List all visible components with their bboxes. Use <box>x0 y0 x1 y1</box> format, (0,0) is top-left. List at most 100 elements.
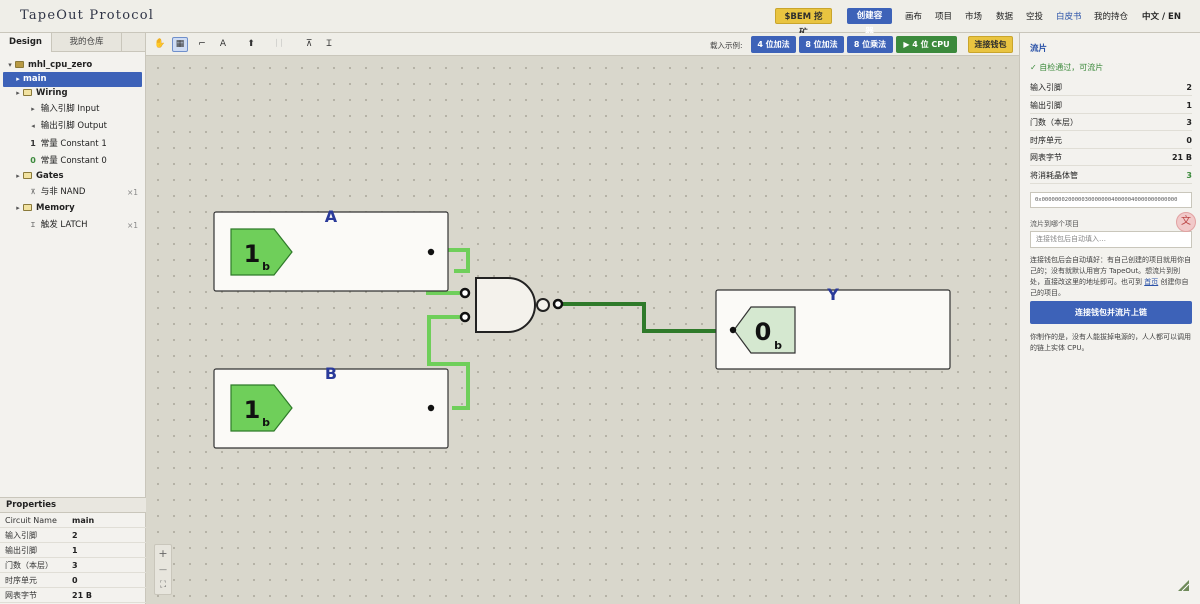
nav-whitepaper[interactable]: 白皮书 <box>1056 12 1082 22</box>
netlist-hex-field[interactable]: 0x00000002000003000000040000040000000000… <box>1030 192 1192 208</box>
connect-wallet-button[interactable]: 连接钱包 <box>968 36 1013 53</box>
wire-a-to-nand[interactable] <box>448 248 470 273</box>
fit-view-icon[interactable]: ⛶ <box>155 578 171 593</box>
top-header: TapeOut Protocol $BEM 挖矿 创建容器 画布 项目 市场 数… <box>0 0 1200 38</box>
nav-canvas[interactable]: 画布 <box>905 12 923 22</box>
tree-group-gates[interactable]: ▸Gates <box>0 169 146 184</box>
tree-item-latch[interactable]: Ɪ 触发 LATCH ×1 <box>0 218 146 233</box>
nand-gate-icon: ⊼ <box>30 188 36 196</box>
sidebar-tabs: Design 我的仓库 <box>0 33 145 52</box>
language-switch[interactable]: 中文 / EN <box>1142 12 1181 22</box>
bem-mining-button[interactable]: $BEM 挖矿 <box>775 8 832 38</box>
nav-airdrop[interactable]: 空投 <box>1026 12 1044 22</box>
tree-item-nand[interactable]: ⊼ 与非 NAND ×1 <box>0 185 146 200</box>
circuit-canvas[interactable]: A 1 b B 1 b Y 0 b + — ⛶ <box>146 56 1019 604</box>
input-pin-a[interactable] <box>213 211 449 292</box>
chevron-right-icon: ▸ <box>16 75 20 83</box>
nand-output-port[interactable] <box>552 298 564 310</box>
zoom-in-button[interactable]: + <box>155 546 171 561</box>
folder-icon <box>23 172 32 179</box>
input-b-base: b <box>262 416 270 429</box>
resize-handle-icon[interactable] <box>1176 578 1190 592</box>
project-address-input[interactable]: 连接钱包后自动填入… <box>1030 231 1192 248</box>
latch-tool-icon[interactable]: Ɪ <box>326 39 332 49</box>
tree-item-constant-1[interactable]: 1 常量 Constant 1 <box>0 136 146 151</box>
split-tool-icon[interactable]: ᛁᛁ <box>273 39 285 49</box>
output-y-value: 0 <box>755 318 772 346</box>
project-description: 连接钱包后会自动填好：有自己创建的项目就用你自己的；没有就默认用官方 TapeO… <box>1030 256 1191 297</box>
nand-inversion-bubble <box>536 298 550 312</box>
input-a-base: b <box>262 260 270 273</box>
self-check-status: ✓ 自检通过，可流片 <box>1030 63 1104 72</box>
select-tool-icon[interactable]: ▦ <box>172 37 188 52</box>
load-example-label: 载入示例: <box>710 41 743 50</box>
translate-icon[interactable]: 文 <box>1176 212 1196 232</box>
hand-tool-icon[interactable]: ✋ <box>154 39 166 49</box>
panel-title: 流片 <box>1030 44 1048 54</box>
example-4bit-adder-button[interactable]: 4 位加法 <box>751 36 796 53</box>
stat-row: 门数（本层）3 <box>1030 114 1192 131</box>
tree-project[interactable]: ▾mhl_cpu_zero <box>0 58 146 73</box>
tab-design[interactable]: Design <box>0 33 52 52</box>
tree-item-input-pin[interactable]: ▸ 输入引脚 Input <box>0 102 146 117</box>
wire-tool-icon[interactable]: ⌐ <box>198 39 206 49</box>
output-pin-icon: ◂ <box>31 122 35 130</box>
tree-item-constant-0[interactable]: 0 常量 Constant 0 <box>0 153 146 168</box>
tree-group-memory[interactable]: ▸Memory <box>0 201 146 216</box>
chevron-right-icon: ▸ <box>16 204 20 212</box>
example-8bit-multiplier-button[interactable]: 8 位乘法 <box>847 36 893 53</box>
connect-and-tapeout-button[interactable]: 连接钱包并流片上链 <box>1030 301 1192 324</box>
tree-main-circuit[interactable]: ▸main <box>3 72 142 87</box>
pin-value-badge-y <box>733 306 796 354</box>
input-pin-b[interactable] <box>213 368 449 449</box>
brand-logo[interactable]: TapeOut Protocol <box>20 8 155 23</box>
wire-nand-to-y[interactable] <box>558 302 716 333</box>
editor-toolbar: ✋ ▦ ⌐ A ⬆ ᛁᛁ ⊼ Ɪ 载入示例: 4 位加法 8 位加法 8 位乘法… <box>146 33 1019 56</box>
chevron-down-icon: ▾ <box>8 61 12 69</box>
nav-holdings[interactable]: 我的持仓 <box>1094 12 1129 22</box>
constant-one-icon: 1 <box>30 139 36 148</box>
example-4bit-cpu-button[interactable]: ▶ 4 位 CPU <box>896 36 957 53</box>
nav-projects[interactable]: 项目 <box>935 12 953 22</box>
latch-count: ×1 <box>126 221 138 230</box>
folder-icon <box>15 61 24 68</box>
output-y-base: b <box>774 339 782 352</box>
text-tool-icon[interactable]: A <box>219 39 227 49</box>
nav-market[interactable]: 市场 <box>965 12 983 22</box>
nand-input-port[interactable] <box>459 311 471 323</box>
zoom-out-button[interactable]: — <box>155 562 171 577</box>
input-b-label: B <box>325 364 337 383</box>
nand-gate[interactable] <box>459 277 564 333</box>
tree-group-wiring[interactable]: ▸Wiring <box>0 86 146 101</box>
example-8bit-adder-button[interactable]: 8 位加法 <box>799 36 844 53</box>
left-sidebar: Design 我的仓库 ▾mhl_cpu_zero ▸main ▸Wiring … <box>0 33 146 604</box>
upload-icon[interactable]: ⬆ <box>247 39 255 49</box>
tab-my-repo[interactable]: 我的仓库 <box>52 33 122 52</box>
chevron-right-icon: ▸ <box>16 89 20 97</box>
pin-port-dot <box>427 404 435 412</box>
nand-input-port[interactable] <box>459 287 471 299</box>
nand-tool-icon[interactable]: ⊼ <box>305 39 313 49</box>
tree-item-output-pin[interactable]: ◂ 输出引脚 Output <box>0 119 146 134</box>
pin-port-dot <box>729 326 737 334</box>
home-link[interactable]: 首页 <box>1144 278 1159 286</box>
pin-port-dot <box>427 248 435 256</box>
create-container-button[interactable]: 创建容器 <box>847 8 892 37</box>
output-pin-y[interactable] <box>715 289 951 370</box>
wire-b-to-nand[interactable] <box>427 315 470 410</box>
input-pin-icon: ▸ <box>31 105 35 113</box>
input-b-value: 1 <box>244 396 261 424</box>
nav-data[interactable]: 数据 <box>996 12 1014 22</box>
